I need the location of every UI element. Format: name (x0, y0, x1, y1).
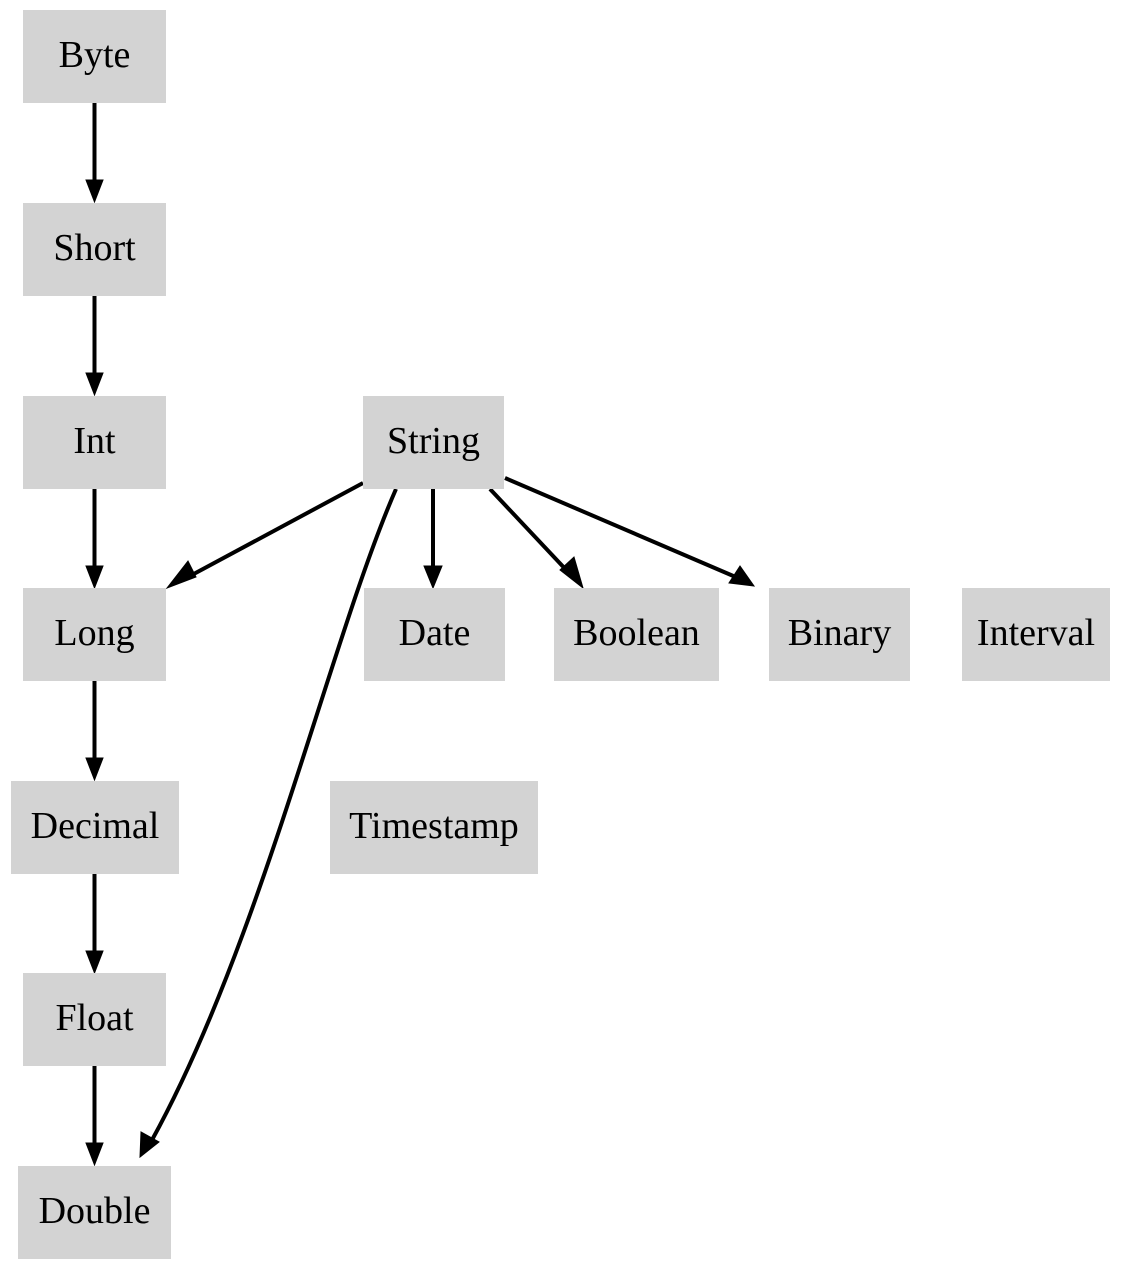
edge-decimal-float (85, 874, 104, 975)
node-timestamp[interactable]: Timestamp (330, 781, 538, 874)
node-label: Byte (59, 34, 131, 76)
edge-byte-short (85, 103, 104, 204)
node-date[interactable]: Date (364, 588, 505, 681)
edge-float-double (85, 1066, 104, 1167)
arrowhead-icon (85, 950, 104, 975)
node-label: Binary (788, 612, 891, 654)
edge-long-decimal (85, 681, 104, 782)
node-boolean[interactable]: Boolean (554, 588, 719, 681)
node-label: Timestamp (349, 805, 519, 847)
edge-short-int (85, 296, 104, 397)
node-double[interactable]: Double (18, 1166, 171, 1259)
arrowhead-icon (728, 565, 756, 587)
node-box[interactable] (23, 396, 166, 489)
arrowhead-icon (139, 1131, 160, 1159)
edge-line (488, 487, 572, 576)
node-decimal[interactable]: Decimal (11, 781, 179, 874)
edge-string-long (165, 481, 364, 590)
node-label: Int (73, 420, 116, 462)
node-label: Decimal (31, 805, 160, 847)
node-label: Interval (977, 612, 1095, 654)
node-int[interactable]: Int (23, 396, 166, 489)
edge-line (189, 481, 364, 578)
node-label: Short (53, 227, 136, 269)
node-long[interactable]: Long (23, 588, 166, 681)
node-binary[interactable]: Binary (769, 588, 910, 681)
node-string[interactable]: String (363, 396, 504, 489)
node-box[interactable] (23, 588, 166, 681)
node-box[interactable] (363, 396, 504, 489)
node-float[interactable]: Float (23, 973, 166, 1066)
edge-string-boolean (488, 487, 584, 590)
node-box[interactable] (769, 588, 910, 681)
node-label: Boolean (573, 612, 700, 654)
arrowhead-icon (85, 1142, 104, 1167)
arrowhead-icon (85, 372, 104, 397)
node-label: Date (399, 612, 471, 654)
node-box[interactable] (23, 203, 166, 296)
node-box[interactable] (962, 588, 1110, 681)
edge-line (504, 476, 739, 580)
node-box[interactable] (364, 588, 505, 681)
arrowhead-icon (165, 560, 197, 590)
node-box[interactable] (330, 781, 538, 874)
arrowhead-icon (559, 556, 584, 590)
arrowhead-icon (85, 757, 104, 782)
node-box[interactable] (23, 10, 166, 103)
edge-string-binary (504, 476, 756, 587)
node-box[interactable] (11, 781, 179, 874)
edges-layer (85, 103, 756, 1167)
edge-string-date (423, 489, 443, 590)
node-label: Double (39, 1190, 151, 1232)
node-box[interactable] (23, 973, 166, 1066)
node-box[interactable] (18, 1166, 171, 1259)
node-label: String (387, 420, 480, 462)
edge-string-double (139, 488, 398, 1159)
node-label: Float (55, 997, 134, 1039)
edge-line (150, 488, 398, 1141)
node-short[interactable]: Short (23, 203, 166, 296)
node-interval[interactable]: Interval (962, 588, 1110, 681)
node-box[interactable] (554, 588, 719, 681)
arrowhead-icon (423, 565, 443, 590)
arrowhead-icon (85, 179, 104, 204)
arrowhead-icon (85, 565, 104, 590)
edge-int-long (85, 489, 104, 590)
node-byte[interactable]: Byte (23, 10, 166, 103)
node-label: Long (54, 612, 134, 654)
